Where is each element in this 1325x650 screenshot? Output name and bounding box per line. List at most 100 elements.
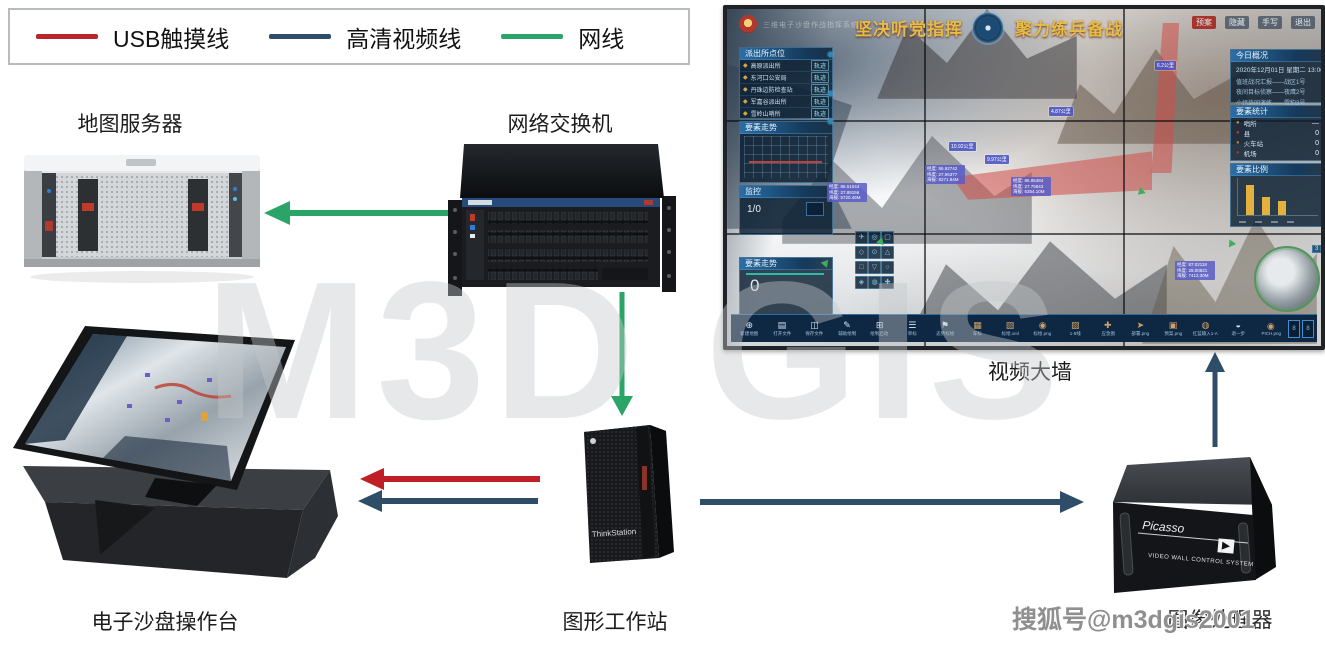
emblem-icon [973, 13, 1003, 43]
square-icon: □ [855, 261, 868, 274]
circle-icon: ○ [881, 261, 894, 274]
draw-assist-icon: ✎ [843, 320, 851, 330]
station-row: ◆ 东河口公安局 轨迹 [740, 72, 832, 84]
toolbar-item: ◉标绘.png [1027, 320, 1058, 337]
network-switch-label: 网络交换机 [507, 113, 613, 136]
network-line-swatch [501, 34, 564, 39]
wall-system-title: 三维电子沙盘作战指挥系统 [763, 22, 859, 29]
toolbar-item: ☰单标 [897, 320, 928, 337]
wall-toolbar: ⊕新建地图 ▤打开文件 ◫保存文件 ✎辅助绘制 ⊞绘制启动 ☰单标 ⚑态势标绘 … [731, 314, 1317, 342]
station-row: ◆ 丹珠边防检查站 轨迹 [740, 84, 832, 96]
node-dot [828, 119, 833, 124]
workstation-brand: ThinkStation [592, 527, 637, 539]
bar [1246, 185, 1254, 215]
file-chip-icon: ◍ [1201, 320, 1210, 330]
bar-ticks [1239, 221, 1294, 223]
tri-down-icon: ▽ [868, 261, 881, 274]
station-panel: 派出所点位 ◆ 高原派出所 轨迹 ◆ 东河口公安局 轨迹 ◆ 丹珠边防检查站 轨… [739, 47, 833, 120]
track-button: 轨迹 [810, 60, 829, 71]
stat-icon: ● [1236, 120, 1240, 126]
gem-icon: ◈ [855, 276, 868, 289]
unit-marker-icon [1225, 237, 1237, 248]
file-chip-icon: ◉ [1038, 320, 1047, 330]
workstation-label: 图形工作站 [562, 611, 668, 634]
map-server-label: 地图服务器 [77, 113, 183, 136]
monitor-panel-title: 监控 [740, 186, 832, 198]
tool-palette: ✈ ◎ ▢ ◇ ⊙ △ □ ▽ ○ ◈ ◍ ✚ [855, 231, 896, 289]
diamond-icon: ◇ [855, 246, 868, 259]
target-icon: ◎ [868, 231, 881, 244]
toolbar-item: ⚑态势标绘 [930, 320, 961, 337]
toolbar-item: ▤打开文件 [767, 320, 798, 337]
track-button: 轨迹 [810, 72, 829, 83]
toolbar-item: ▣预案.png [1158, 320, 1189, 337]
monitor-pager: 1/0 [747, 204, 761, 215]
disc-icon: ◍ [868, 276, 881, 289]
shield-icon: ◆ [743, 74, 748, 81]
video-wall-screen: 三维电子沙盘作战指挥系统 坚决听党指挥 聚力练兵备战 预案 隐藏 手写 退出 派… [727, 9, 1321, 346]
plane-icon: ✈ [855, 231, 868, 244]
mountain-ridge [1057, 49, 1247, 144]
video-wall-label: 视频大墙 [988, 361, 1072, 384]
file-chip-icon: ✚ [1104, 320, 1112, 330]
processor-brand: Picasso [1142, 518, 1185, 536]
toolbar-item: ▨1-8线 [1060, 320, 1091, 337]
watermark-account: 搜狐号@m3dgis2001 [1012, 606, 1255, 634]
video-wall: 三维电子沙盘作战指挥系统 坚决听党指挥 聚力练兵备战 预案 隐藏 手写 退出 派… [723, 5, 1325, 350]
file-chip-icon: ◉ [1266, 320, 1275, 331]
track-button: 轨迹 [810, 108, 829, 119]
legend-item-usb: USB触摸线 [36, 20, 229, 54]
menu-item-exit: 退出 [1291, 16, 1315, 29]
new-map-icon: ⊕ [745, 320, 754, 330]
toolbar-item: ➤部署.png [1125, 320, 1156, 337]
camera-feed-placeholder [806, 202, 824, 216]
stats-panel: 要素统计 ● 哨所 — ● 县 0 ● 火车站 0 ● [1230, 105, 1321, 161]
situation-mark-icon: ⚑ [940, 320, 949, 330]
today-datetime: 2020年12月01日 星期二 13:06:51 [1236, 67, 1321, 74]
stats-panel-title: 要素统计 [1231, 106, 1321, 118]
menu-item-handwrite: 手写 [1258, 16, 1282, 29]
toolbar-item: ▧标绘.xml [995, 320, 1026, 337]
station-row: ◆ 雪岭山哨所 轨迹 [740, 108, 832, 120]
toolbar-item: ◉PICH.png [1256, 321, 1287, 337]
node-dot [828, 91, 833, 96]
file-chip-icon: ▣ [1168, 320, 1178, 330]
wall-bezel [1123, 9, 1125, 346]
hd-video-line-swatch [269, 34, 332, 39]
network-switch-image [448, 144, 676, 296]
station-row: ◆ 军嘉谷派出所 轨迹 [740, 96, 832, 108]
legend-item-network: 网线 [501, 20, 624, 54]
today-line: 小组协同演练——雪豹3号 [1236, 100, 1306, 107]
shield-icon: ◆ [743, 86, 748, 93]
track-button: 轨迹 [810, 84, 829, 95]
police-badge-icon [739, 15, 757, 33]
trend2-panel: 要素走势 0 [739, 257, 833, 317]
wall-bezel [727, 120, 1321, 122]
toolbar-item: ✚应急图 [1093, 320, 1124, 337]
sandbox-console-image [13, 326, 338, 578]
legend-label: 网线 [578, 25, 625, 52]
today-line: 夜间目标侦察——夜鹰2号 [1236, 90, 1306, 96]
side-page-badge: 3 [1312, 245, 1321, 253]
toolbar-item: ◫保存文件 [799, 320, 830, 337]
legend-label: 高清视频线 [346, 25, 462, 52]
stat-row: ● 火车站 0 [1236, 139, 1319, 149]
legend: USB触摸线 高清视频线 网线 [8, 8, 690, 65]
usb-line-swatch [36, 34, 98, 39]
banner-left: 坚决听党指挥 [855, 20, 963, 39]
stat-row: ● 机场 0 [1236, 149, 1319, 159]
trend-panel: 要素走势 [739, 121, 833, 183]
toolbar-meters: 8 8 [1288, 319, 1315, 338]
toolbar-item: ▦军标 [962, 320, 993, 337]
stat-row: ● 哨所 — [1236, 119, 1319, 129]
plus-icon: ✚ [881, 276, 894, 289]
today-panel-title: 今日概况 [1231, 50, 1321, 62]
toolbar-item: ⊞绘制启动 [864, 320, 895, 337]
file-chip-icon: ▨ [1070, 320, 1080, 330]
draw-start-icon: ⊞ [875, 320, 884, 330]
menu-item-hide: 隐藏 [1225, 16, 1249, 29]
stat-icon: ● [1236, 130, 1240, 136]
workstation-image: ThinkStation [584, 425, 674, 563]
legend-item-hdvideo: 高清视频线 [269, 20, 461, 54]
trend-panel-title: 要素走势 [740, 122, 832, 134]
